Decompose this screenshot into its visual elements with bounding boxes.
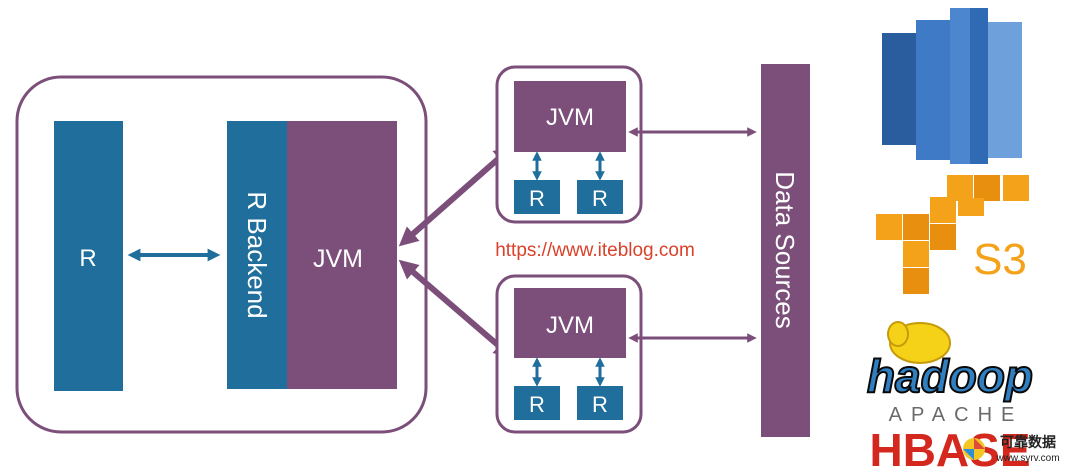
hadoop-logo: hadoop xyxy=(866,321,1034,403)
worker2-r1-box xyxy=(514,386,560,420)
s3-logo: S3 xyxy=(876,175,1029,294)
worker2-r2-box xyxy=(577,386,623,420)
s3-label: S3 xyxy=(973,235,1027,284)
redshift-logo xyxy=(882,8,1022,164)
hadoop-label: hadoop xyxy=(867,350,1033,402)
worker2-r2-label: R xyxy=(592,392,608,417)
worker1-jvm-label: JVM xyxy=(546,104,594,131)
watermark-url: https://www.iteblog.com xyxy=(495,240,695,261)
driver-jvm-bar xyxy=(287,121,397,389)
driver-r-bar xyxy=(54,121,123,391)
r-backend-bar xyxy=(227,121,287,389)
driver-jvm-label: JVM xyxy=(313,245,363,273)
worker2-jvm xyxy=(514,288,626,358)
worker1-r2-label: R xyxy=(592,186,608,211)
worker1-jvm xyxy=(514,81,626,152)
data-sources-bar xyxy=(761,64,810,437)
apache-label: APACHE xyxy=(889,404,1024,426)
driver-worker2-arrow xyxy=(398,259,514,359)
worker1-r1-label: R xyxy=(529,186,545,211)
corner-mark-url: www.syrv.com xyxy=(995,453,1059,464)
worker2-jvm-label: JVM xyxy=(546,312,594,339)
worker1-r1-box xyxy=(514,180,560,214)
corner-mark-text: 可靠数据 xyxy=(1000,434,1056,451)
driver-r-label: R xyxy=(79,245,96,272)
data-sources-label: Data Sources xyxy=(770,171,800,329)
hbase-logo: APACHE HBASE xyxy=(869,404,1030,469)
r-backend-label: R Backend xyxy=(242,191,272,318)
corner-watermark: 可靠数据 www.syrv.com xyxy=(963,434,1060,464)
worker1-r2-box xyxy=(577,180,623,214)
driver-worker1-arrow xyxy=(398,145,514,247)
worker2-r1-label: R xyxy=(529,392,545,417)
hbase-label: HBASE xyxy=(869,424,1030,469)
